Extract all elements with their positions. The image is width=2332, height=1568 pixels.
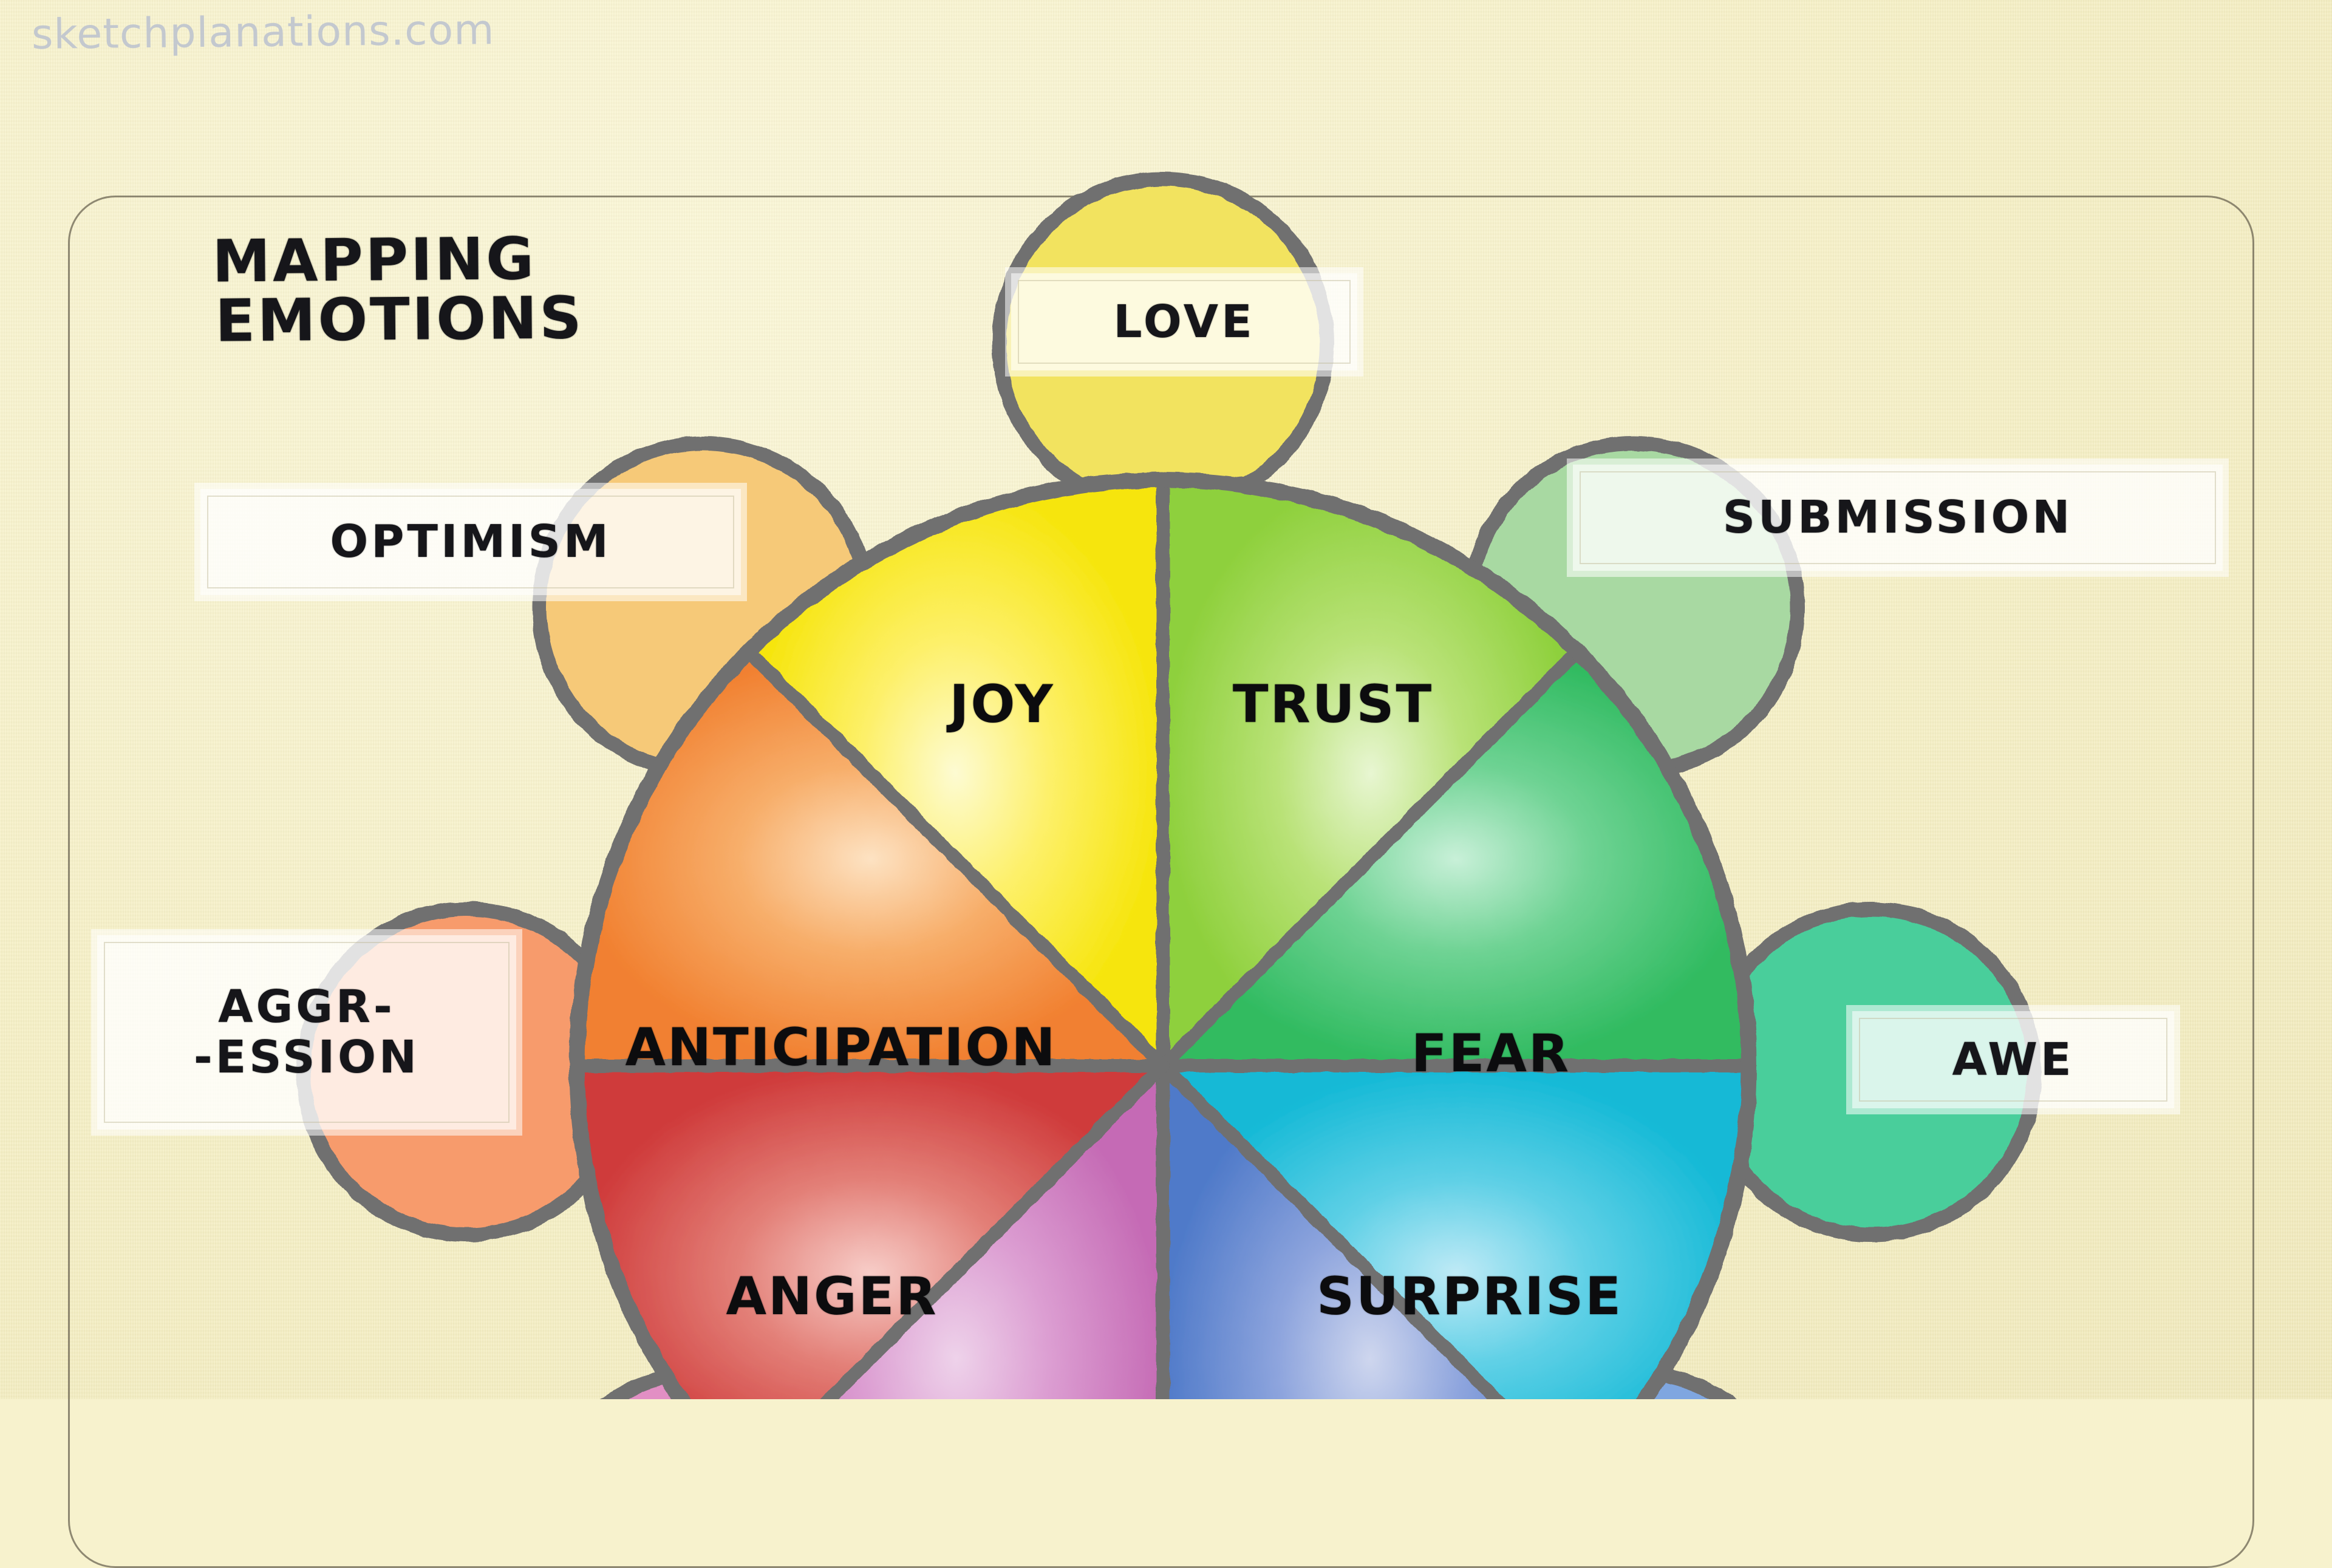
dyad-label-card-submission: SUBMISSION: [1573, 465, 2223, 571]
dyad-label-optimism: OPTIMISM: [330, 516, 612, 568]
dyad-label-aggression-line-2: -ESSION: [194, 1031, 420, 1083]
wheel-label-anticipation: ANTICIPATION: [625, 1017, 1057, 1078]
wheel-label-fear: FEAR: [1411, 1023, 1571, 1084]
dyad-label-aggression-line-1: AGGR-: [218, 981, 395, 1034]
wheel-label-anger: ANGER: [726, 1266, 938, 1327]
emotion-wheel-stage: JOY TRUST FEAR SURPRISE ANGER ANTICIPATI…: [97, 172, 2223, 1399]
wheel-sector-sadness[interactable]: [1156, 1059, 1577, 1399]
dyad-label-awe: AWE: [1952, 1033, 2075, 1086]
wheel-label-trust: TRUST: [1232, 674, 1434, 735]
wheel-label-surprise: SURPRISE: [1317, 1266, 1623, 1327]
emotion-wheel-graphic: [296, 172, 2042, 1399]
wheel-label-joy: JOY: [949, 674, 1055, 735]
dyad-label-card-optimism: OPTIMISM: [200, 489, 741, 595]
dyad-label-card-aggression: AGGR- -ESSION: [97, 935, 516, 1130]
wheel-outer-rim: [569, 472, 1757, 1399]
dyad-label-card-love: LOVE: [1011, 273, 1357, 370]
dyad-label-card-awe: AWE: [1852, 1011, 2174, 1108]
dyad-label-submission: SUBMISSION: [1722, 491, 2073, 544]
wheel-sectors-group: [569, 472, 1757, 1399]
dyad-label-love: LOVE: [1113, 295, 1255, 348]
